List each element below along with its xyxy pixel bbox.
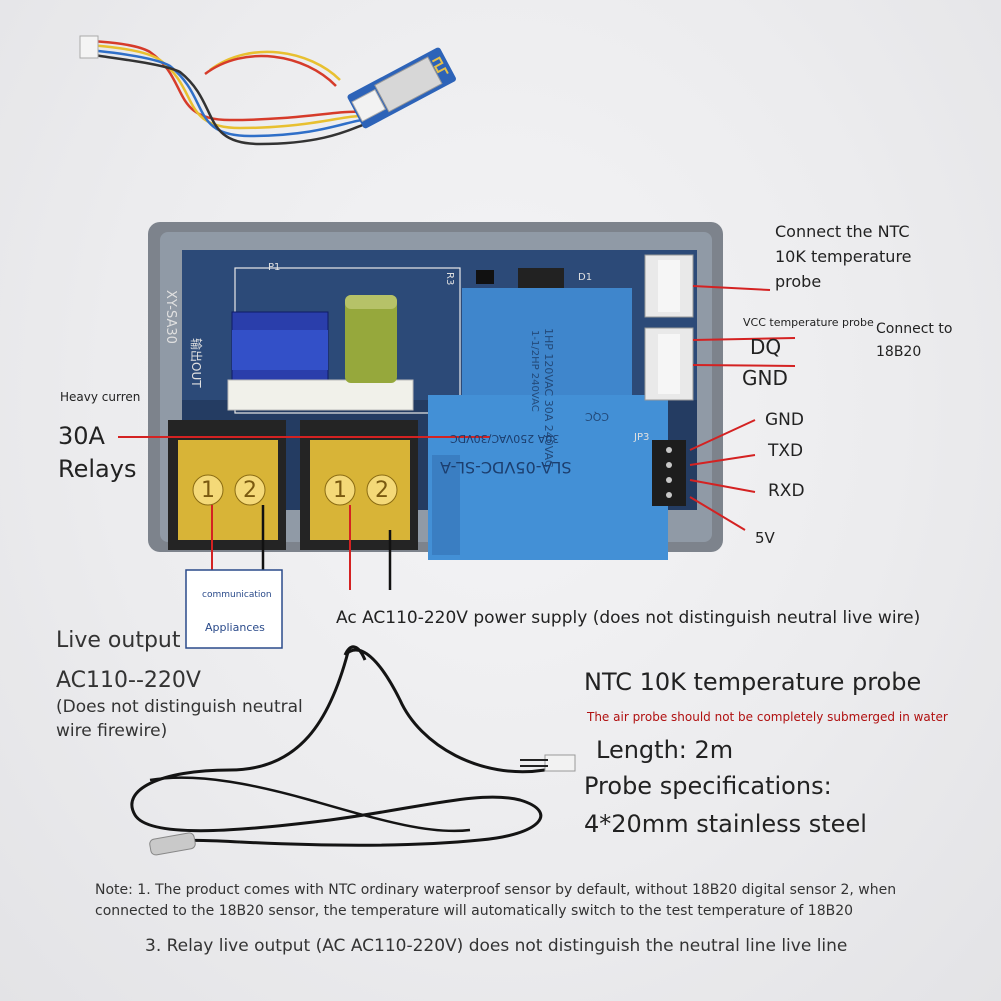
probe-connector	[520, 754, 576, 772]
relays-word-label: Relays	[58, 455, 137, 483]
ntc-connect-line1: Connect the NTC	[775, 222, 910, 241]
wifi-module	[347, 47, 456, 129]
probe-length: Length: 2m	[596, 736, 734, 764]
connect-18b20-line1: Connect to	[876, 321, 953, 337]
pin-5v-label: 5V	[755, 529, 775, 547]
live-output-label: Live output	[56, 628, 181, 653]
probe-title: NTC 10K temperature probe	[584, 668, 922, 696]
connect-18b20-line2: 18B20	[876, 344, 922, 360]
controller-board	[148, 222, 723, 560]
pin-gnd-label: GND	[765, 410, 804, 430]
pin-txd-label: TXD	[768, 441, 804, 461]
probe-warning: The air probe should not be completely s…	[587, 710, 948, 724]
appliances-label: Appliances	[205, 621, 265, 634]
vcc-probe-label: VCC temperature probe	[743, 316, 874, 329]
board-jp3-label: JP3	[634, 432, 650, 443]
black-wires	[261, 505, 392, 590]
power-supply-label: Ac AC110-220V power supply (does not dis…	[336, 608, 921, 628]
terminal-digit-2b: 2	[375, 478, 389, 503]
dq-gnd-label: GND	[742, 366, 788, 390]
live-note-line2: wire firewire)	[56, 721, 168, 741]
board-output-label: 输出OUT	[189, 338, 203, 388]
wifi-module-cable	[79, 35, 367, 146]
live-note-line1: (Does not distinguish neutral	[56, 697, 303, 717]
terminal-digit-1b: 1	[333, 478, 347, 503]
terminal-digit-2a: 2	[243, 478, 257, 503]
ntc-connect-line2: 10K temperature	[775, 247, 912, 266]
relay-text-3: 1HP 120VAC 30A 240VAC	[542, 328, 555, 468]
probe-tip	[149, 832, 196, 856]
terminal-digit-1a: 1	[201, 478, 215, 503]
relay-text-2: SLA-05VDC-SL-A	[440, 458, 572, 477]
live-voltage-label: AC110--220V	[56, 668, 201, 693]
pin-rxd-label: RXD	[768, 481, 805, 501]
probe-spec-title: Probe specifications:	[584, 772, 832, 800]
leader-lines	[118, 285, 796, 590]
board-p1-label: P1	[268, 262, 281, 273]
relays-30a-label: 30A	[58, 422, 105, 450]
probe-spec-value: 4*20mm stainless steel	[584, 810, 867, 838]
probe-cable	[130, 645, 546, 849]
note-1: Note: 1. The product comes with NTC ordi…	[95, 882, 897, 919]
relay-text-1: 30A 250VAC/30VDC	[450, 432, 560, 445]
ntc-connect-line3: probe	[775, 272, 822, 291]
heavy-current-label: Heavy curren	[60, 390, 141, 404]
dq-label: DQ	[750, 335, 782, 359]
communication-label: communication	[202, 590, 272, 600]
board-model-label: XY-SA30	[163, 290, 178, 344]
note-3: 3. Relay live output (AC AC110-220V) doe…	[145, 936, 848, 956]
relay-text-4: 1-1/2HP 240VAC	[529, 330, 540, 412]
relay-cert: CQC	[585, 410, 610, 423]
appliances-box	[185, 569, 283, 649]
board-d1-label: D1	[578, 272, 593, 283]
board-r3-label: R3	[444, 272, 455, 286]
